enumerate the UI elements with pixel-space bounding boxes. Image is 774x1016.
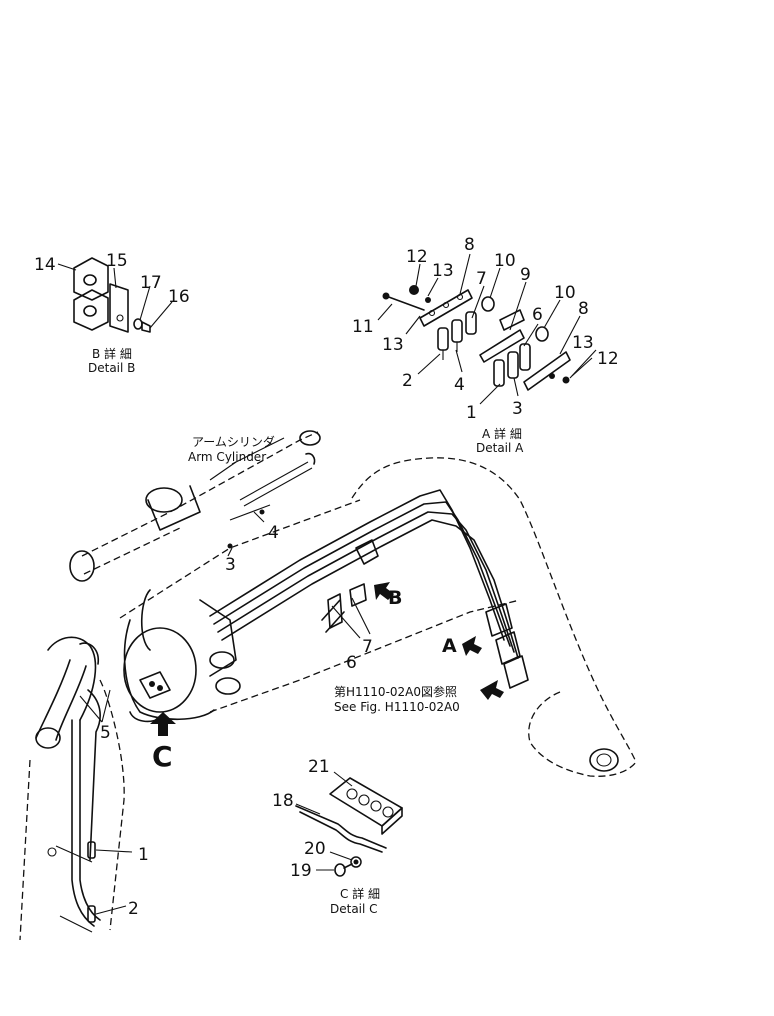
detail-a-jp: A 詳 細	[482, 426, 522, 441]
view-letter-a: A	[442, 635, 457, 657]
callout-a-12-top: 12	[406, 247, 428, 267]
callout-a-8-lower: 8	[578, 299, 589, 319]
callout-a-13-lower: 13	[572, 333, 594, 353]
callout-b-17: 17	[140, 273, 162, 293]
view-arrow-a	[462, 636, 482, 656]
callout-a-8-top: 8	[464, 235, 475, 255]
callout-a-10-top: 10	[494, 251, 516, 271]
callout-1: 1	[138, 845, 149, 865]
arm-cylinder-jp: アームシリンダ	[192, 434, 275, 449]
detail-b-en: Detail B	[88, 361, 135, 375]
leader-lines	[57, 253, 597, 915]
see-fig-jp: 第H1110-02A0図参照	[334, 684, 457, 699]
detail-a-en: Detail A	[476, 441, 524, 455]
callout-a-7: 7	[476, 269, 487, 289]
callout-a-13-left: 13	[382, 335, 404, 355]
callout-2: 2	[128, 899, 139, 919]
view-arrow-b	[374, 582, 394, 600]
callout-5: 5	[100, 723, 111, 743]
detail-b-drawing	[73, 257, 151, 333]
callout-a-3: 3	[512, 399, 523, 419]
detail-c-jp: C 詳 細	[340, 886, 380, 901]
callout-c-18: 18	[272, 791, 294, 811]
boom-assembly-drawing	[19, 430, 637, 941]
view-arrow-c	[150, 712, 176, 736]
callout-a-9: 9	[520, 265, 531, 285]
callout-b-14: 14	[34, 255, 56, 275]
captions: B 詳 細 Detail B A 詳 細 Detail A アームシリンダ Ar…	[88, 346, 524, 916]
callout-a-13-top: 13	[432, 261, 454, 281]
callout-labels: 1 2 3 4 5 6 7 2 4 1 3 8 12 13 7 10 9 10 …	[34, 235, 619, 919]
callout-c-20: 20	[304, 839, 326, 859]
callout-c-21: 21	[308, 757, 330, 777]
callout-a-2: 2	[402, 371, 413, 391]
callout-7: 7	[362, 637, 373, 657]
callout-a-10-lower: 10	[554, 283, 576, 303]
callout-a-11: 11	[352, 317, 374, 337]
view-letter-c: C	[152, 740, 173, 773]
see-fig-arrow	[480, 680, 504, 700]
detail-c-drawing	[295, 777, 403, 877]
callout-3: 3	[225, 555, 236, 575]
callout-a-12-lower: 12	[597, 349, 619, 369]
callout-4: 4	[268, 523, 279, 543]
see-fig-en: See Fig. H1110-02A0	[334, 700, 460, 714]
callout-6: 6	[346, 653, 357, 673]
detail-c-en: Detail C	[330, 902, 378, 916]
callout-b-15: 15	[106, 251, 128, 271]
callout-a-4: 4	[454, 375, 465, 395]
detail-a-drawing	[382, 285, 571, 391]
callout-b-16: 16	[168, 287, 190, 307]
callout-c-19: 19	[290, 861, 312, 881]
view-letters: C B A	[152, 587, 457, 773]
arm-cylinder-en: Arm Cylinder	[188, 450, 266, 464]
callout-a-1: 1	[466, 403, 477, 423]
detail-b-jp: B 詳 細	[92, 346, 132, 361]
callout-a-6: 6	[532, 305, 543, 325]
view-letter-b: B	[388, 587, 402, 609]
